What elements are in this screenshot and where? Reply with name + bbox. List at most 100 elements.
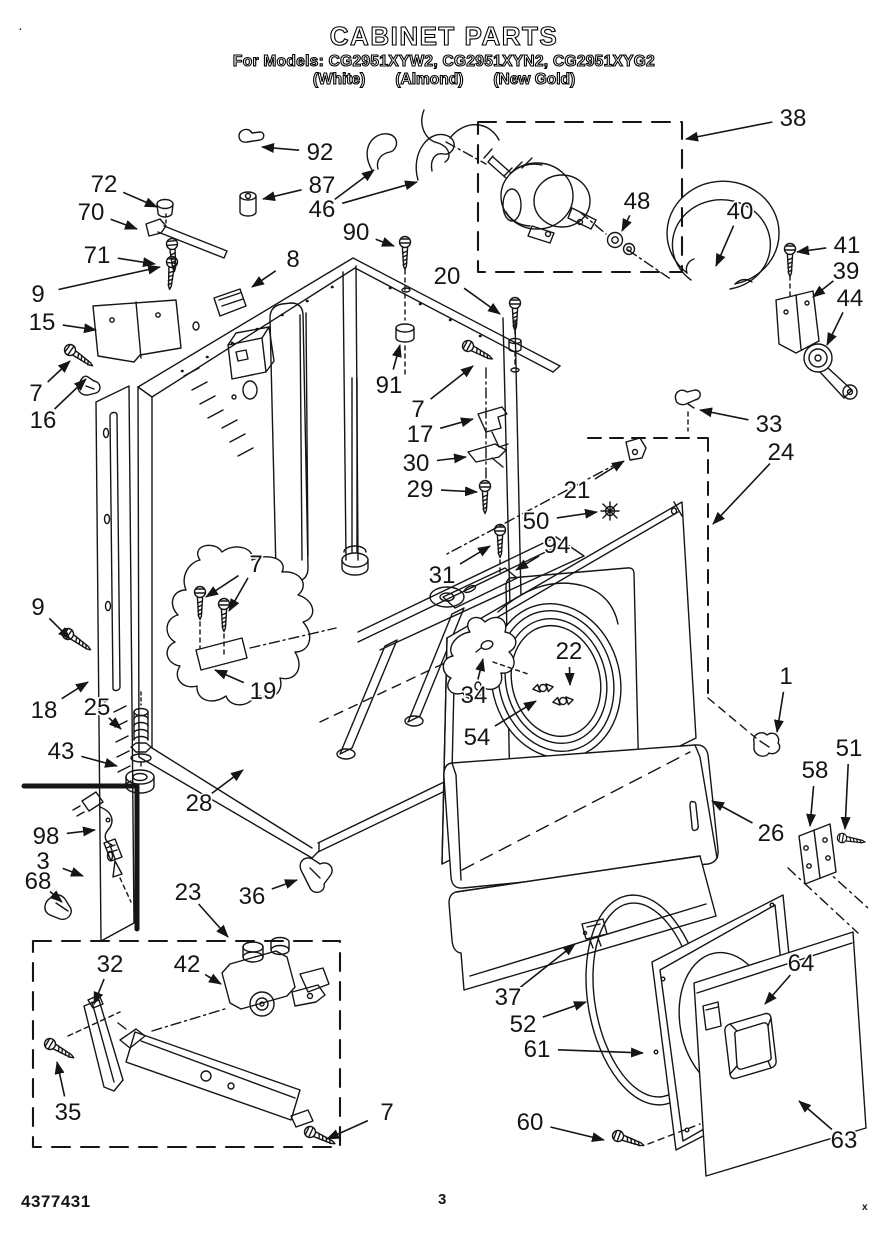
- door-handle-64: [724, 1012, 777, 1080]
- callout-7: 7: [249, 551, 262, 578]
- callout-58: 58: [802, 757, 829, 784]
- callout-42: 42: [174, 951, 201, 978]
- leader-arrow-70: [110, 218, 138, 230]
- leader-arrow-30: [436, 453, 467, 464]
- color-label-almond: (Almond): [395, 70, 464, 88]
- callout-68: 68: [25, 868, 52, 895]
- leader-arrow-60: [550, 1126, 605, 1143]
- leader-arrow-68: [49, 890, 63, 903]
- leader-arrow-7: [47, 360, 71, 383]
- leader-arrow-16: [54, 378, 87, 410]
- callout-43: 43: [48, 738, 75, 765]
- bracket-32: [83, 994, 124, 1092]
- callout-52: 52: [510, 1011, 537, 1038]
- wire-harness-46: [366, 109, 500, 181]
- screw-9-lower: [59, 625, 95, 655]
- leader-arrow-51: [840, 763, 851, 830]
- screw-90: [398, 235, 412, 271]
- callout-87: 87: [309, 172, 336, 199]
- clip-16: [77, 375, 101, 396]
- callout-29: 29: [407, 476, 434, 503]
- belt-40: [666, 180, 780, 290]
- bracket-70-72-71: [145, 198, 228, 259]
- callout-37: 37: [495, 984, 522, 1011]
- callout-48: 48: [624, 188, 651, 215]
- screw-60: [610, 1128, 647, 1152]
- callout-33: 33: [756, 411, 783, 438]
- leader-arrow-23: [198, 903, 229, 938]
- leader-arrow-46: [341, 180, 418, 205]
- leader-arrow-64: [764, 974, 792, 1005]
- callout-64: 64: [788, 950, 815, 977]
- leader-arrow-87: [262, 189, 302, 202]
- felt-seal-22: [497, 582, 619, 625]
- leader-arrow-43: [81, 755, 118, 768]
- clip-1: [753, 732, 781, 757]
- callout-26: 26: [758, 820, 785, 847]
- screw-35: [41, 1035, 78, 1064]
- igniter-kit: [21, 783, 140, 932]
- callout-71: 71: [84, 242, 111, 269]
- callout-38: 38: [780, 105, 807, 132]
- leader-arrow-38: [685, 121, 773, 142]
- callout-50: 50: [523, 508, 550, 535]
- callout-46: 46: [309, 196, 336, 223]
- igniter-3: [103, 838, 123, 878]
- color-label-white: (White): [312, 70, 366, 88]
- toe-panel: [443, 744, 719, 889]
- document-number: 4377431: [21, 1192, 91, 1211]
- motor-dashed-box: [476, 120, 684, 274]
- door-hardware: [610, 732, 867, 1152]
- leader-arrow-22: [564, 666, 575, 686]
- leader-arrow-34: [475, 658, 485, 680]
- leader-arrow-46: [334, 169, 375, 201]
- leader-arrow-35: [54, 1061, 66, 1097]
- callout-39: 39: [833, 258, 860, 285]
- models-line: For Models: CG2951XYW2, CG2951XYN2, CG29…: [232, 52, 656, 70]
- foot-43: [125, 769, 155, 794]
- spacer-87: [239, 191, 257, 217]
- corner-mark-bottom-right: x: [862, 1202, 868, 1213]
- colors-line: (White) (Almond) (New Gold): [0, 70, 888, 89]
- idler-44: [803, 343, 858, 400]
- callout-23: 23: [175, 879, 202, 906]
- callout-24: 24: [768, 439, 795, 466]
- callout-7: 7: [411, 396, 424, 423]
- detail-cloud: [166, 544, 337, 706]
- door-catch: [702, 1001, 722, 1031]
- callout-54: 54: [464, 724, 491, 751]
- leader-arrow-7: [326, 1119, 369, 1140]
- callout-8: 8: [286, 246, 299, 273]
- callout-90: 90: [343, 219, 370, 246]
- outer-door-panel: [693, 931, 867, 1177]
- leader-arrow-63: [798, 1100, 833, 1131]
- callout-63: 63: [831, 1127, 858, 1154]
- leader-arrow-52: [542, 1001, 587, 1018]
- gas-valve-42: [221, 936, 330, 1017]
- callout-92: 92: [307, 139, 334, 166]
- kit-border: [21, 783, 140, 932]
- leader-arrow-20: [463, 287, 501, 315]
- leader-arrow-26: [711, 800, 753, 824]
- callout-51: 51: [836, 735, 863, 762]
- callout-91: 91: [376, 372, 403, 399]
- leader-arrow-32: [93, 978, 105, 1005]
- callout-60: 60: [517, 1109, 544, 1136]
- top-left-hardware: [61, 109, 500, 396]
- leader-arrow-19: [214, 669, 245, 684]
- callout-31: 31: [429, 562, 456, 589]
- position-dashes: [444, 437, 869, 934]
- valve-dashed-box: [31, 939, 342, 1149]
- gas-valve-assembly: [31, 936, 342, 1149]
- leader-arrow-1: [773, 691, 785, 733]
- leader-arrow-7: [205, 574, 239, 598]
- screw-7-rail: [459, 337, 496, 365]
- leader-arrow-98: [66, 826, 96, 837]
- bracket-15: [92, 299, 182, 363]
- clip-33: [674, 389, 701, 409]
- leader-arrow-7: [430, 365, 474, 400]
- screw-41: [783, 242, 797, 278]
- leader-arrow-41: [796, 245, 827, 256]
